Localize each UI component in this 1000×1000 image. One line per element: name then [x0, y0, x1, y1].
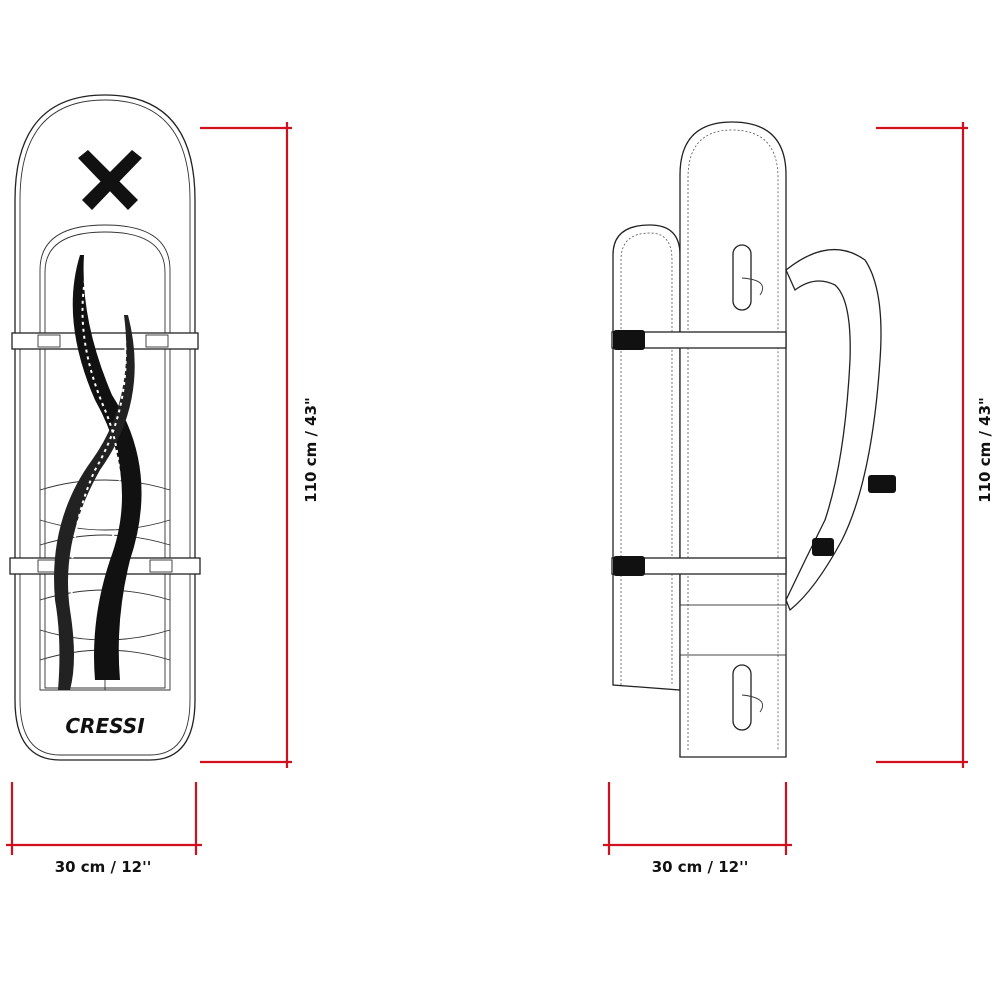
front-height-dimension: 110 cm / 43" [200, 122, 320, 768]
cressi-logo: CRESSI [65, 714, 145, 738]
octopus-tentacle-artwork [54, 255, 142, 690]
front-view-bag: CRESSI [9, 94, 201, 761]
side-width-dimension: 30 cm / 12'' [603, 782, 792, 876]
front-width-label: 30 cm / 12'' [55, 858, 152, 876]
side-height-label: 110 cm / 43" [976, 397, 994, 503]
side-view-bag [611, 121, 896, 758]
front-height-label: 110 cm / 43" [302, 397, 320, 503]
side-height-dimension: 110 cm / 43" [876, 122, 994, 768]
front-width-dimension: 30 cm / 12'' [6, 782, 202, 876]
cressi-piovra-emblem [78, 150, 142, 210]
side-width-label: 30 cm / 12'' [652, 858, 749, 876]
